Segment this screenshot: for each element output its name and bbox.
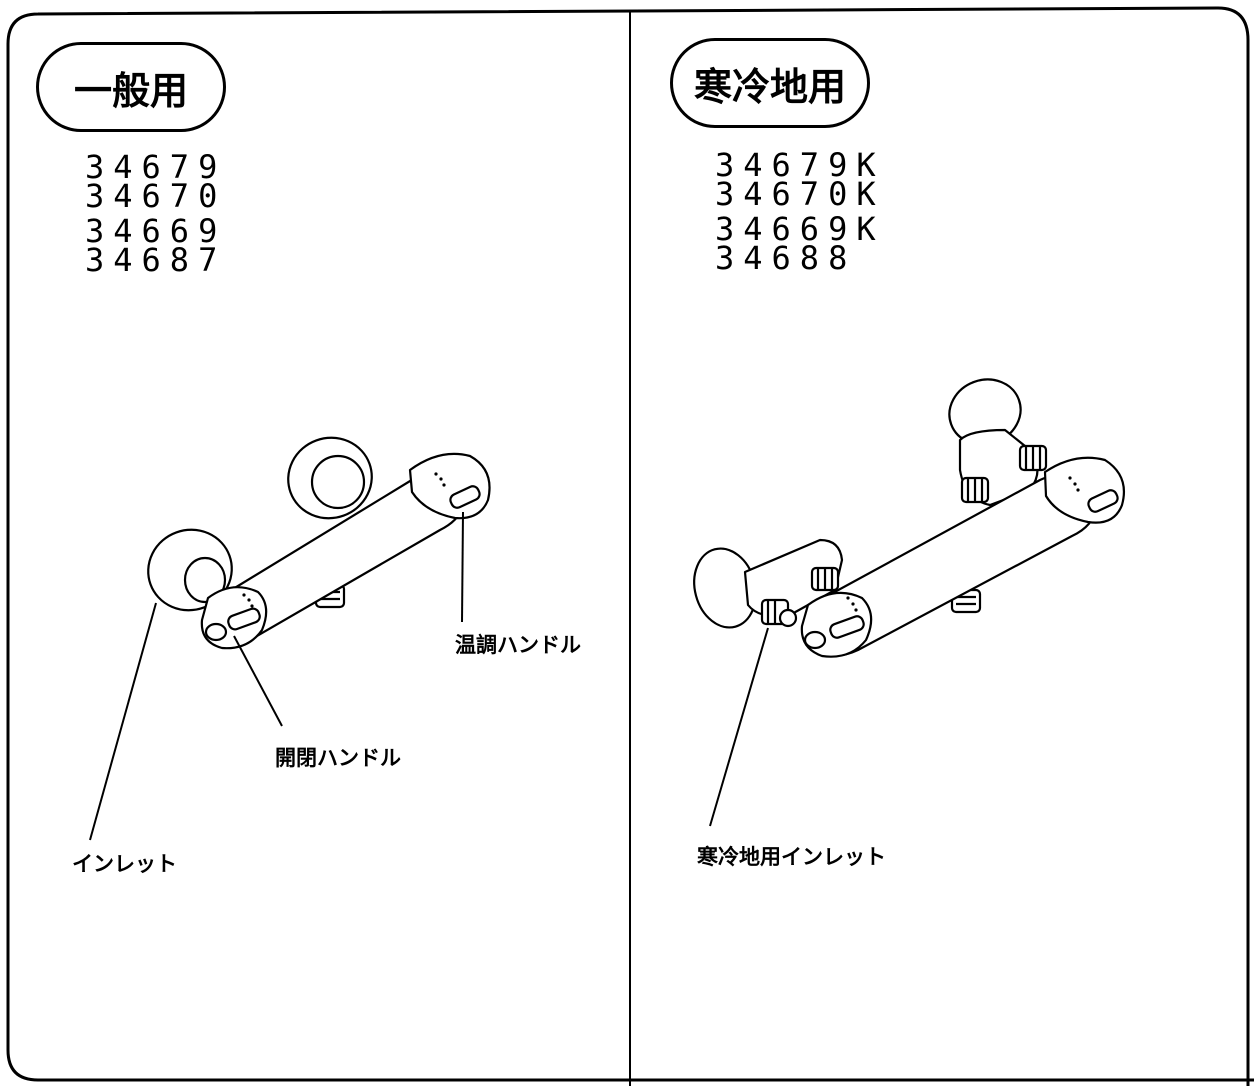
temp-handle-label: 温調ハンドル	[455, 633, 581, 657]
general-model-list: 34679 34670 34669 34687	[85, 148, 227, 279]
model-number: 34679K	[715, 146, 885, 184]
model-number: 34670	[85, 177, 227, 215]
general-use-badge: 一般用	[36, 42, 226, 132]
model-number: 34679	[85, 148, 227, 186]
cold-region-inlet-label: 寒冷地用インレット	[697, 845, 886, 869]
inlet-label: インレット	[72, 852, 177, 876]
cold-region-model-list: 34679K 34670K 34669K 34688	[715, 146, 885, 277]
model-number: 34687	[85, 241, 227, 279]
cold-region-title: 寒冷地用	[693, 64, 846, 109]
general-use-title: 一般用	[73, 68, 188, 113]
general-faucet-illustration	[147, 436, 491, 650]
right-leader-lines	[709, 627, 769, 827]
model-number: 34670K	[715, 175, 885, 213]
cold-region-faucet-illustration	[693, 378, 1126, 658]
cold-region-badge: 寒冷地用	[670, 38, 870, 128]
left-leader-lines	[89, 511, 464, 841]
model-number: 34688	[715, 239, 857, 277]
open-close-handle-label: 開閉ハンドル	[275, 746, 401, 770]
model-number: 34669K	[715, 210, 885, 248]
model-number: 34669	[85, 212, 227, 250]
